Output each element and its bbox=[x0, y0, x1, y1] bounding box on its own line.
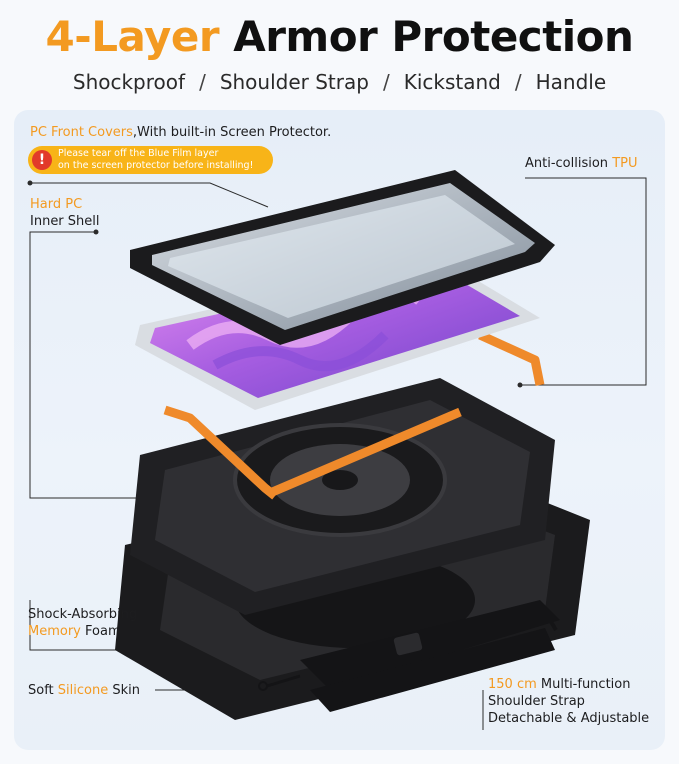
label-strap-line2: Shoulder Strap bbox=[488, 694, 585, 709]
label-silicone-skin: Soft Silicone Skin bbox=[28, 682, 140, 699]
leader-foam bbox=[29, 600, 140, 651]
leader-dot bbox=[93, 229, 99, 235]
pc-front-cover-layer bbox=[130, 170, 555, 345]
label-hard-pc-rest: Inner Shell bbox=[30, 214, 100, 229]
label-hard-pc-accent: Hard PC bbox=[30, 197, 83, 212]
tablet-device bbox=[135, 258, 540, 410]
label-silicone-post: Skin bbox=[108, 683, 140, 698]
title-main: Armor Protection bbox=[233, 12, 634, 61]
feature-separator: / bbox=[382, 70, 390, 94]
title-accent: 4-Layer bbox=[45, 12, 220, 61]
label-foam-rest: Foam bbox=[80, 624, 121, 639]
label-anti-collision-tpu: Anti-collision TPU bbox=[525, 155, 637, 172]
tpu-frame-layer bbox=[163, 330, 545, 500]
feature-separator: / bbox=[514, 70, 522, 94]
label-memory-foam: Shock-Absorbing Memory Foam bbox=[28, 606, 137, 640]
label-silicone-accent: Silicone bbox=[57, 683, 109, 698]
warning-text: Please tear off the Blue Film layer on t… bbox=[58, 148, 253, 172]
label-strap-line3: Detachable & Adjustable bbox=[488, 711, 650, 726]
warning-banner: ! Please tear off the Blue Film layer on… bbox=[28, 146, 273, 174]
warning-line-2: on the screen protector before installin… bbox=[58, 160, 254, 171]
label-pc-front-rest: ,With built-in Screen Protector. bbox=[132, 125, 332, 140]
label-silicone-pre: Soft bbox=[28, 683, 58, 698]
leader-pc-front bbox=[30, 182, 269, 208]
leader-tpu bbox=[520, 177, 647, 386]
label-tpu-text: Anti-collision bbox=[525, 156, 613, 171]
feature-shoulder-strap: Shoulder Strap bbox=[219, 70, 369, 94]
label-tpu-accent: TPU bbox=[612, 156, 638, 171]
label-foam-line1: Shock-Absorbing bbox=[28, 607, 138, 622]
page-title: 4-Layer Armor Protection bbox=[0, 12, 679, 61]
label-pc-front-accent: PC Front Covers bbox=[30, 125, 133, 140]
feature-shockproof: Shockproof bbox=[72, 70, 186, 94]
label-strap-rest: Multi-function bbox=[536, 677, 631, 692]
shoulder-strap bbox=[258, 600, 560, 712]
label-hard-pc-inner-shell: Hard PC Inner Shell bbox=[30, 196, 100, 230]
exclamation-circle-icon: ! bbox=[32, 150, 52, 170]
feature-list: Shockproof / Shoulder Strap / Kickstand / Hand… bbox=[0, 70, 679, 94]
label-foam-accent: Memory bbox=[28, 624, 81, 639]
warning-line-1: Please tear off the Blue Film layer bbox=[58, 148, 219, 159]
leader-lines bbox=[29, 177, 647, 730]
label-pc-front-covers: PC Front Covers,With built-in Screen Pro… bbox=[30, 124, 331, 141]
label-strap-accent: 150 cm bbox=[488, 677, 537, 692]
hard-pc-inner-shell-layer bbox=[130, 378, 555, 615]
leader-dot bbox=[27, 180, 33, 186]
feature-handle: Handle bbox=[535, 70, 607, 94]
leader-hard-pc bbox=[29, 231, 140, 499]
leader-dot bbox=[517, 382, 523, 388]
feature-separator: / bbox=[199, 70, 206, 94]
label-shoulder-strap: 150 cm Multi-function Shoulder Strap Det… bbox=[488, 676, 649, 727]
feature-kickstand: Kickstand bbox=[403, 70, 501, 94]
